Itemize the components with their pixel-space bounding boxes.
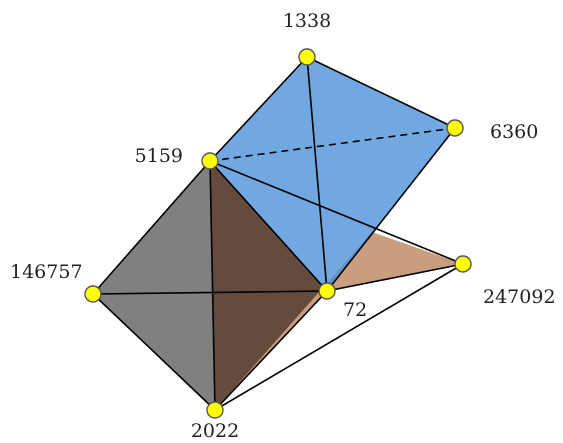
- gray-face: [93, 161, 215, 410]
- edge-5159-6360-dashed: [209, 127, 456, 162]
- vertex-5159[interactable]: [201, 152, 219, 170]
- vertex-72[interactable]: [318, 282, 336, 300]
- edge-5159-1338: [209, 56, 308, 162]
- vertex-1338[interactable]: [298, 48, 316, 66]
- label-72: 72: [343, 299, 367, 321]
- vertex-6360[interactable]: [446, 119, 464, 137]
- vertex-2022[interactable]: [206, 401, 224, 419]
- edge-72-2022: [214, 290, 328, 411]
- edge-146757-72: [92, 290, 328, 295]
- label-2022: 2022: [191, 420, 239, 442]
- label-146757: 146757: [10, 261, 83, 283]
- label-6360: 6360: [490, 121, 538, 143]
- edge-72-247092: [326, 263, 464, 292]
- dark-brown-face: [210, 161, 327, 410]
- vertex-146757[interactable]: [84, 285, 102, 303]
- blue-face: [210, 57, 455, 291]
- edge-146757-2022: [92, 293, 216, 411]
- edge-1338-6360: [306, 56, 456, 129]
- label-247092: 247092: [483, 286, 556, 308]
- vertex-247092[interactable]: [454, 255, 472, 273]
- label-5159: 5159: [135, 145, 183, 167]
- edge-5159-72: [209, 160, 328, 292]
- edge-247092-2022: [214, 263, 464, 411]
- edge-5159-247092: [209, 160, 464, 265]
- edge-1338-72: [306, 56, 328, 292]
- edge-6360-72: [326, 127, 456, 292]
- edge-5159-2022: [209, 160, 216, 411]
- edge-5159-146757: [92, 160, 211, 295]
- label-1338: 1338: [283, 10, 331, 32]
